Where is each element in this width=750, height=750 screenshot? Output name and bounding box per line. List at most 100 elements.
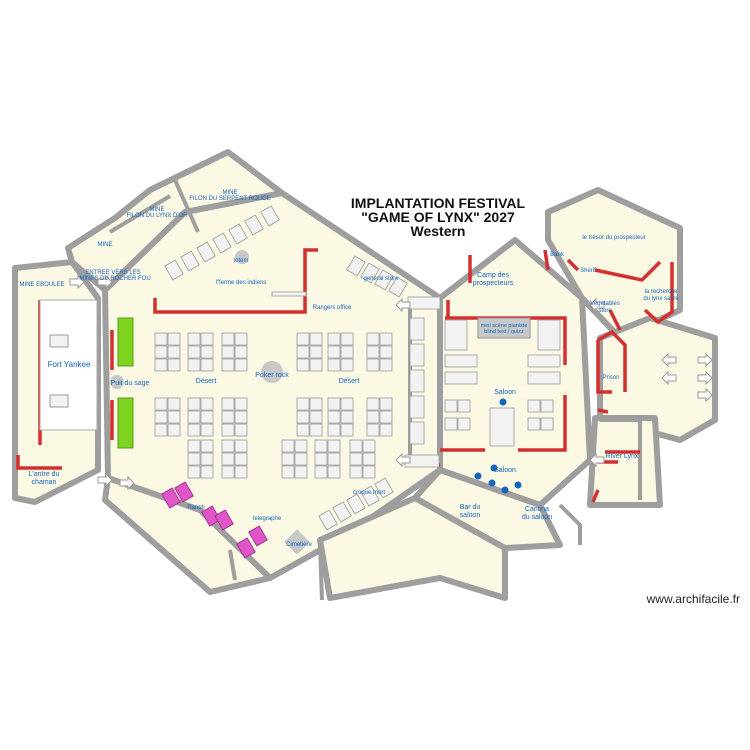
table bbox=[340, 332, 354, 346]
table bbox=[187, 332, 201, 346]
direction-arrow bbox=[69, 274, 85, 290]
table bbox=[346, 493, 366, 515]
label-sherif: Sherif bbox=[580, 268, 596, 274]
table bbox=[314, 465, 328, 479]
title-line-1: IMPLANTATION FESTIVAL bbox=[351, 195, 526, 211]
table bbox=[314, 439, 328, 453]
table bbox=[167, 397, 181, 411]
table bbox=[221, 332, 235, 346]
table bbox=[234, 452, 248, 466]
table bbox=[327, 439, 341, 453]
table bbox=[407, 296, 441, 310]
table bbox=[281, 465, 295, 479]
watermark[interactable]: www.archifacile.fr bbox=[646, 592, 740, 606]
table bbox=[444, 319, 468, 351]
pink-table bbox=[174, 481, 194, 503]
label-recherche-2: du lynx sacré bbox=[643, 296, 679, 302]
table bbox=[167, 332, 181, 346]
label-tresor: le trésor du prospecteur bbox=[582, 235, 645, 241]
table bbox=[409, 317, 425, 341]
label-puit: Puit du sage bbox=[111, 380, 150, 387]
label-recherche-1: la recherche bbox=[644, 289, 678, 295]
table bbox=[271, 291, 307, 297]
label-prison: Prison bbox=[602, 375, 619, 381]
cimetiere-box bbox=[284, 529, 310, 555]
table bbox=[537, 319, 561, 351]
table bbox=[327, 397, 341, 411]
table bbox=[318, 509, 338, 531]
blue-dot bbox=[490, 464, 498, 472]
table bbox=[244, 214, 264, 236]
label-filon-serpent: FILON DU SERPENT ROUGE bbox=[189, 196, 271, 202]
label-rangers: Rangers office bbox=[313, 305, 352, 311]
table bbox=[362, 439, 376, 453]
table bbox=[527, 399, 541, 413]
table bbox=[234, 332, 248, 346]
table bbox=[366, 358, 380, 372]
table bbox=[309, 345, 323, 359]
label-antre-1: L'antre du bbox=[29, 471, 60, 478]
table bbox=[200, 410, 214, 424]
direction-arrow bbox=[589, 452, 605, 468]
table bbox=[379, 397, 393, 411]
direction-arrow bbox=[97, 274, 113, 290]
table bbox=[221, 439, 235, 453]
label-croque: croque mort bbox=[353, 490, 385, 496]
table bbox=[366, 332, 380, 346]
table bbox=[366, 397, 380, 411]
label-antre-2: chaman bbox=[32, 479, 57, 486]
table bbox=[187, 410, 201, 424]
table bbox=[379, 423, 393, 437]
table bbox=[294, 465, 308, 479]
label-ranch: Ranch bbox=[187, 505, 204, 511]
table bbox=[360, 485, 380, 507]
direction-arrow bbox=[119, 475, 135, 491]
table bbox=[540, 399, 554, 413]
table bbox=[366, 410, 380, 424]
table bbox=[200, 397, 214, 411]
tables-layer bbox=[154, 205, 561, 531]
label-desert-1: Désert bbox=[196, 378, 217, 385]
label-mine-1: MINE bbox=[98, 242, 113, 248]
label-cantina-2: du saloon bbox=[522, 514, 552, 521]
table bbox=[409, 395, 425, 419]
table bbox=[234, 397, 248, 411]
blue-dots bbox=[474, 398, 522, 494]
table bbox=[327, 465, 341, 479]
table bbox=[281, 452, 295, 466]
table bbox=[187, 452, 201, 466]
label-desert-2: Désert bbox=[339, 378, 360, 385]
table bbox=[234, 358, 248, 372]
label-camp-2: prospecteurs bbox=[473, 280, 514, 287]
table bbox=[327, 410, 341, 424]
puit-well bbox=[110, 375, 124, 389]
table bbox=[327, 358, 341, 372]
table bbox=[362, 452, 376, 466]
table bbox=[340, 423, 354, 437]
mini-stage bbox=[477, 317, 531, 339]
table bbox=[366, 423, 380, 437]
table bbox=[167, 410, 181, 424]
label-fort-yankee: Fort Yankee bbox=[48, 360, 91, 369]
label-filon-lynx: FILON DU LYNX D'OR bbox=[126, 213, 188, 219]
label-entree: ENTREE VERS LES bbox=[85, 270, 140, 276]
table bbox=[309, 397, 323, 411]
table bbox=[154, 358, 168, 372]
table bbox=[154, 423, 168, 437]
table bbox=[409, 343, 425, 367]
table bbox=[379, 332, 393, 346]
table bbox=[196, 241, 216, 263]
label-bar-2: saloon bbox=[460, 512, 481, 519]
poker-rock bbox=[261, 361, 283, 383]
direction-arrow bbox=[589, 297, 605, 313]
table bbox=[294, 439, 308, 453]
table bbox=[340, 410, 354, 424]
table bbox=[221, 423, 235, 437]
table bbox=[221, 345, 235, 359]
table bbox=[187, 439, 201, 453]
fort-yankee-area bbox=[39, 299, 98, 431]
table bbox=[296, 332, 310, 346]
green-bench-bottom bbox=[117, 397, 134, 449]
table bbox=[200, 332, 214, 346]
pink-table bbox=[236, 537, 256, 559]
